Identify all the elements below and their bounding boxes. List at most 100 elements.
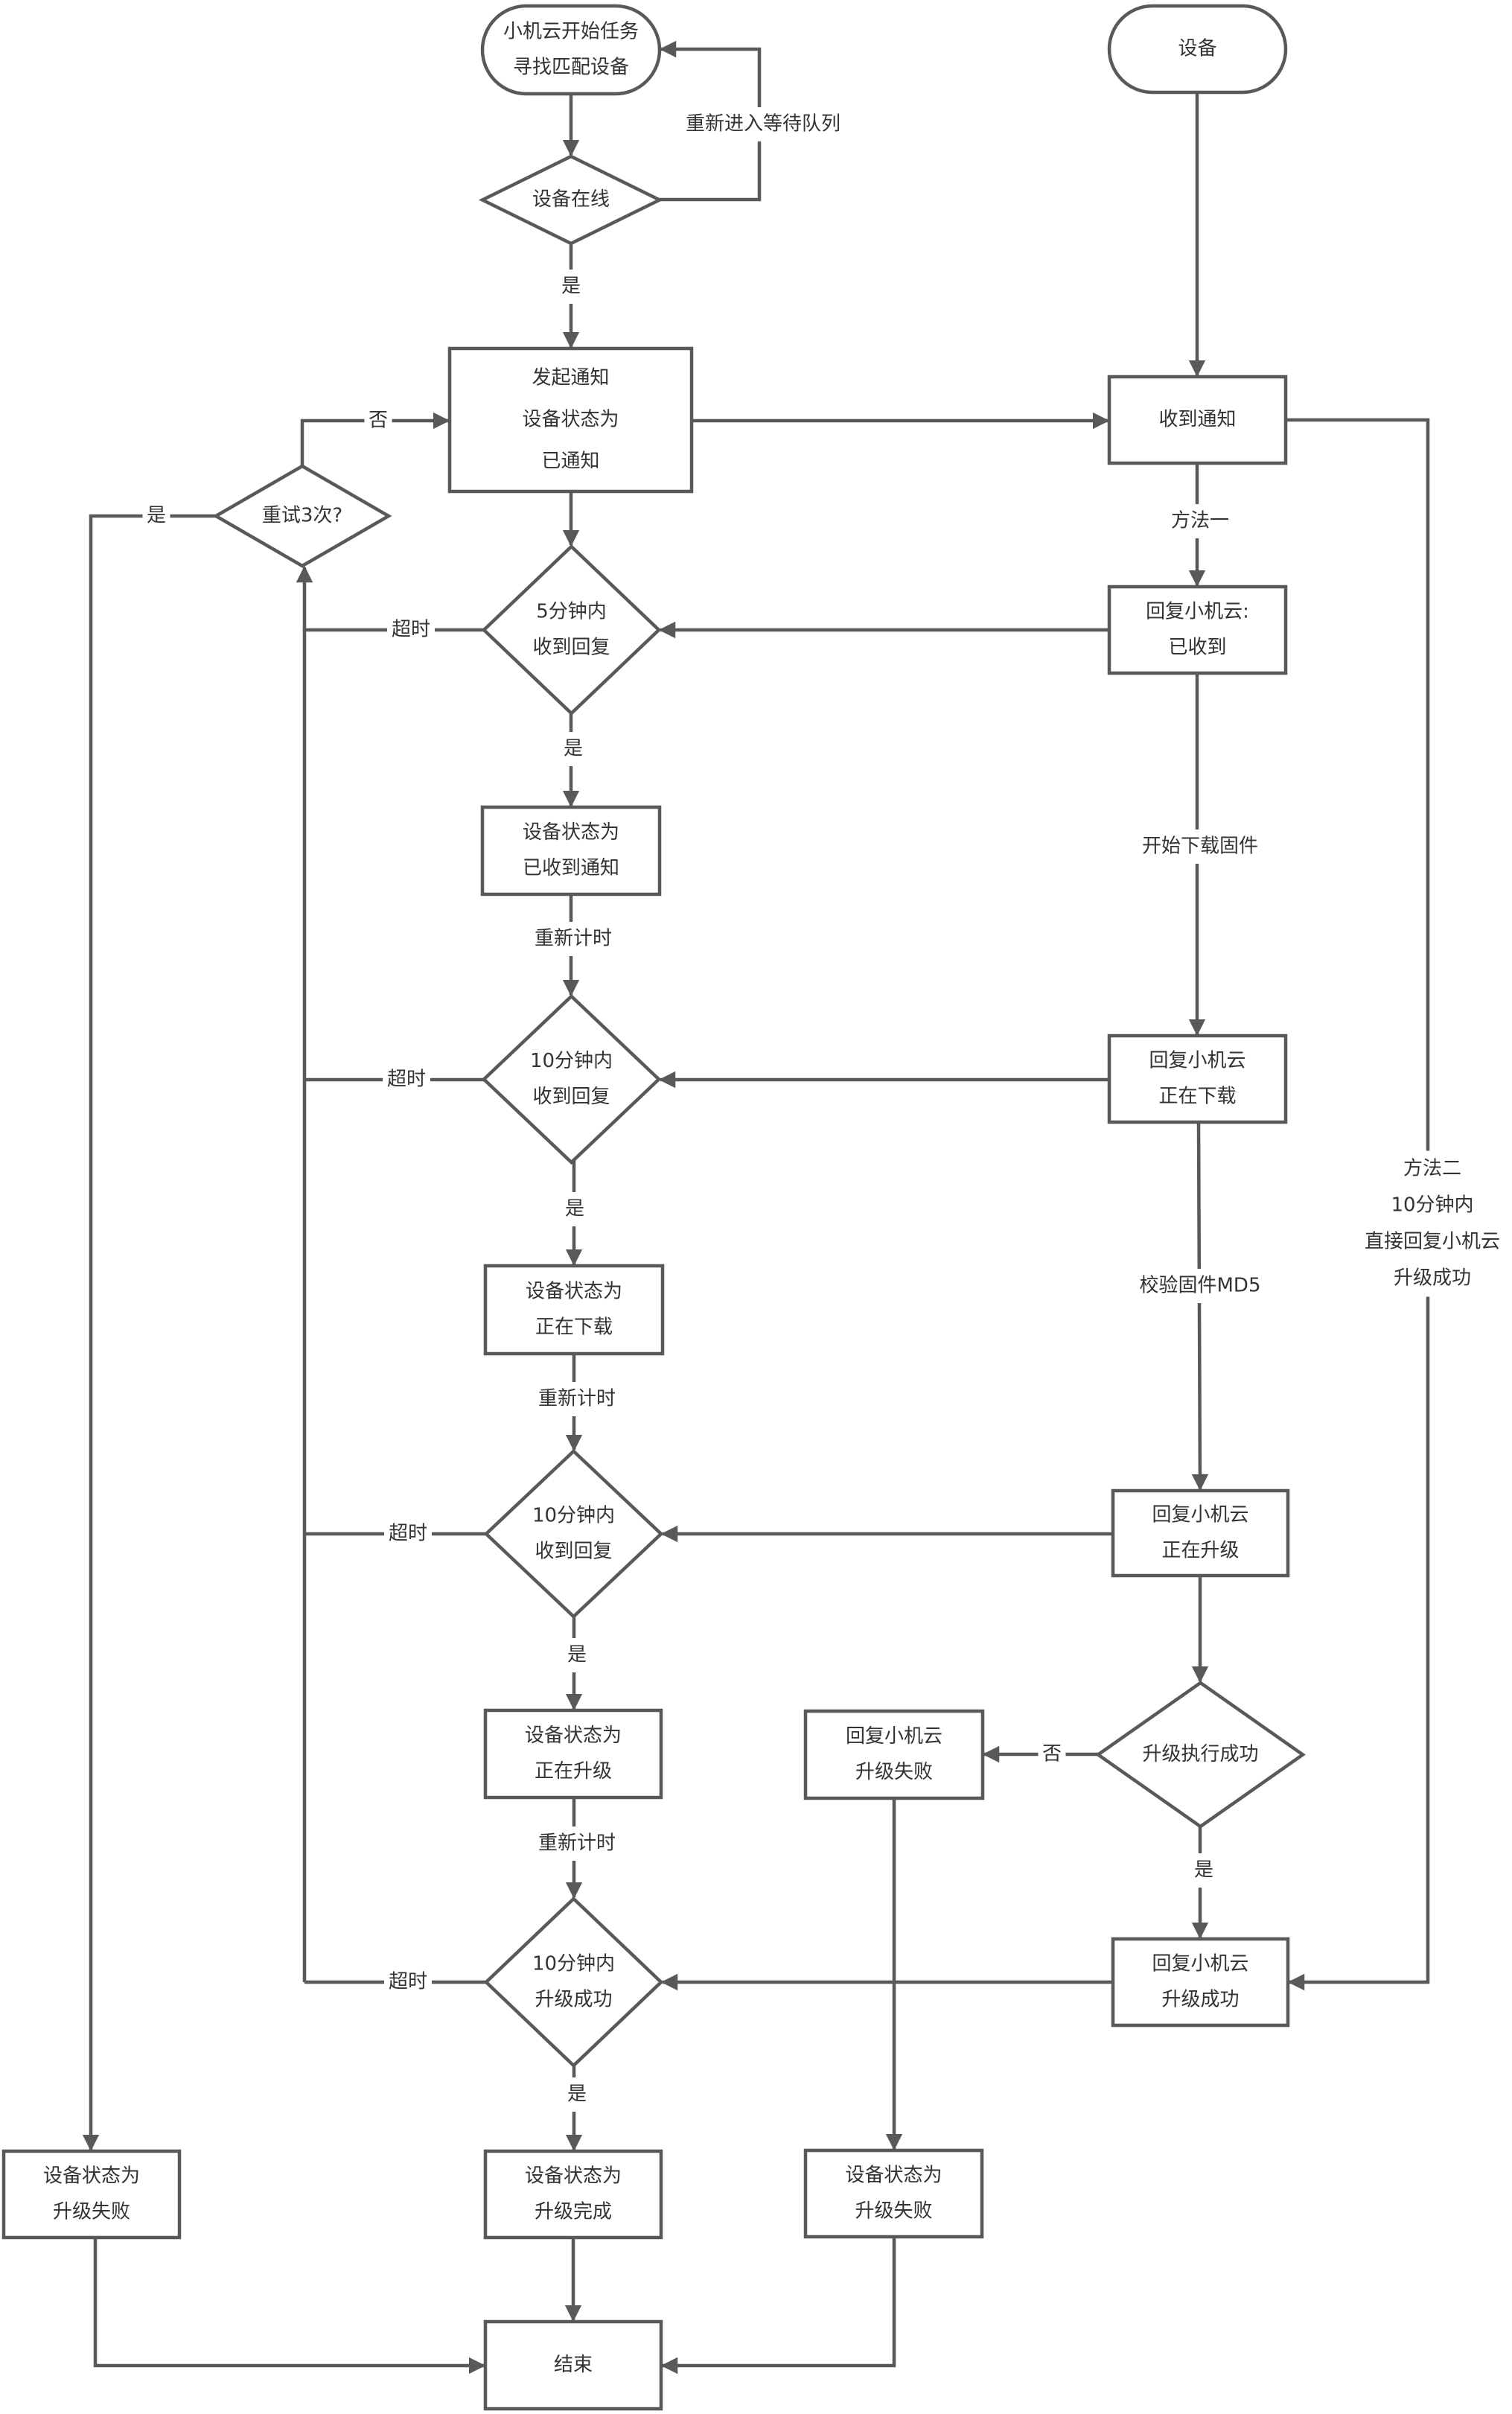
node-label: 设备状态为 <box>43 2165 140 2188</box>
node-label: 正在下载 <box>1158 1086 1236 1108</box>
label-backdrop <box>387 613 435 647</box>
edge-label-text: 超时 <box>392 619 430 641</box>
edge-label-text: 方法二 <box>1403 1158 1461 1180</box>
process-box <box>1107 585 1288 675</box>
process-box <box>803 1709 985 1800</box>
connector-arrow <box>93 2238 486 2375</box>
edge-label-text: 是 <box>565 1198 584 1220</box>
decision-diamond <box>481 544 662 716</box>
node-label: 正在升级 <box>535 1760 612 1783</box>
terminal-shape <box>1107 4 1288 95</box>
process-box <box>480 805 662 897</box>
label-backdrop <box>364 404 392 438</box>
node-label: 设备状态为 <box>525 2165 622 2188</box>
edge-label-text: 超时 <box>389 1523 427 1545</box>
node-label: 升级失败 <box>53 2201 130 2223</box>
edge-label-yes-10c: 是 <box>563 2077 591 2112</box>
edge-label-exec-no: 否 <box>1038 1737 1066 1771</box>
label-backdrop <box>559 732 587 766</box>
edge-label-retimer-2: 重新计时 <box>533 1382 621 1416</box>
edge-label-timeout-10a: 超时 <box>383 1063 430 1097</box>
edge-label-text: 是 <box>567 1644 587 1666</box>
process-box <box>483 1708 663 1800</box>
edge-label-text: 重新计时 <box>538 1832 616 1855</box>
label-backdrop <box>1190 1853 1218 1888</box>
node-label: 设备状态为 <box>525 1724 622 1747</box>
label-backdrop <box>384 1517 432 1551</box>
edge-label-method1: 方法一 <box>1166 504 1234 538</box>
decision-diamond <box>478 154 664 246</box>
edge-label-text: 重新计时 <box>538 1388 616 1410</box>
edge-label-text: 是 <box>567 2083 587 2106</box>
node-label: 设备状态为 <box>526 1281 622 1303</box>
edge-label-text: 否 <box>1042 1743 1062 1765</box>
node-dev-receive[interactable]: 收到通知 <box>1107 375 1288 465</box>
process-box <box>447 346 694 494</box>
label-backdrop <box>557 270 585 304</box>
edge-label-text: 重新计时 <box>535 928 612 950</box>
node-dev-exec[interactable]: 升级执行成功 <box>1095 1681 1306 1829</box>
node-dev-ack[interactable]: 回复小机云:已收到 <box>1107 585 1288 675</box>
node-d-online[interactable]: 设备在线 <box>478 154 664 246</box>
node-label: 正在升级 <box>1161 1540 1239 1562</box>
edge-label-text: 是 <box>564 738 583 760</box>
edge-label-online-yes: 是 <box>557 270 585 304</box>
node-label: 已收到通知 <box>523 857 619 879</box>
connector-arrow <box>300 412 450 466</box>
node-label: 收到回复 <box>532 1086 610 1108</box>
edge-label-text: 超时 <box>389 1971 427 1993</box>
edge-label-retry-yes: 是 <box>142 499 170 533</box>
node-start-device[interactable]: 设备 <box>1107 4 1288 95</box>
process-box <box>483 2149 663 2240</box>
node-label: 升级失败 <box>855 1761 933 1783</box>
edge-label-text: 直接回复小机云 <box>1365 1231 1500 1253</box>
edge-label-text: 是 <box>147 505 166 527</box>
edge-label-text: 校验固件MD5 <box>1140 1275 1261 1297</box>
label-backdrop <box>142 499 170 533</box>
label-backdrop <box>1126 1269 1275 1303</box>
node-label: 设备 <box>1178 38 1216 60</box>
edge-label-start-download: 开始下载固件 <box>1136 829 1264 864</box>
node-d-retry[interactable]: 重试3次? <box>212 464 392 568</box>
node-label: 升级执行成功 <box>1142 1743 1258 1765</box>
process-box <box>1111 1488 1290 1578</box>
edge-label-text: 方法一 <box>1171 510 1229 532</box>
terminal-shape <box>480 4 662 96</box>
node-label: 结束 <box>554 2354 593 2376</box>
node-label: 升级失败 <box>855 2200 932 2223</box>
process-box <box>483 2319 663 2411</box>
node-label: 设备状态为 <box>523 821 619 844</box>
node-p-end[interactable]: 结束 <box>483 2319 663 2411</box>
node-label: 设备状态为 <box>845 2165 942 2187</box>
edge-label-requeue: 重新进入等待队列 <box>679 107 847 141</box>
edge-label-text: 10分钟内 <box>1391 1194 1473 1217</box>
edge-label-yes-10a: 是 <box>561 1192 589 1226</box>
process-box <box>1111 1937 1290 2028</box>
node-label: 发起通知 <box>532 367 609 389</box>
node-label: 正在下载 <box>535 1316 613 1339</box>
connector-arrow <box>82 514 216 2152</box>
node-label: 收到回复 <box>535 1541 612 1563</box>
label-backdrop <box>383 1063 430 1097</box>
label-backdrop <box>533 1382 621 1416</box>
edge-label-yes-10b: 是 <box>563 1638 591 1672</box>
label-backdrop <box>384 1965 432 1999</box>
